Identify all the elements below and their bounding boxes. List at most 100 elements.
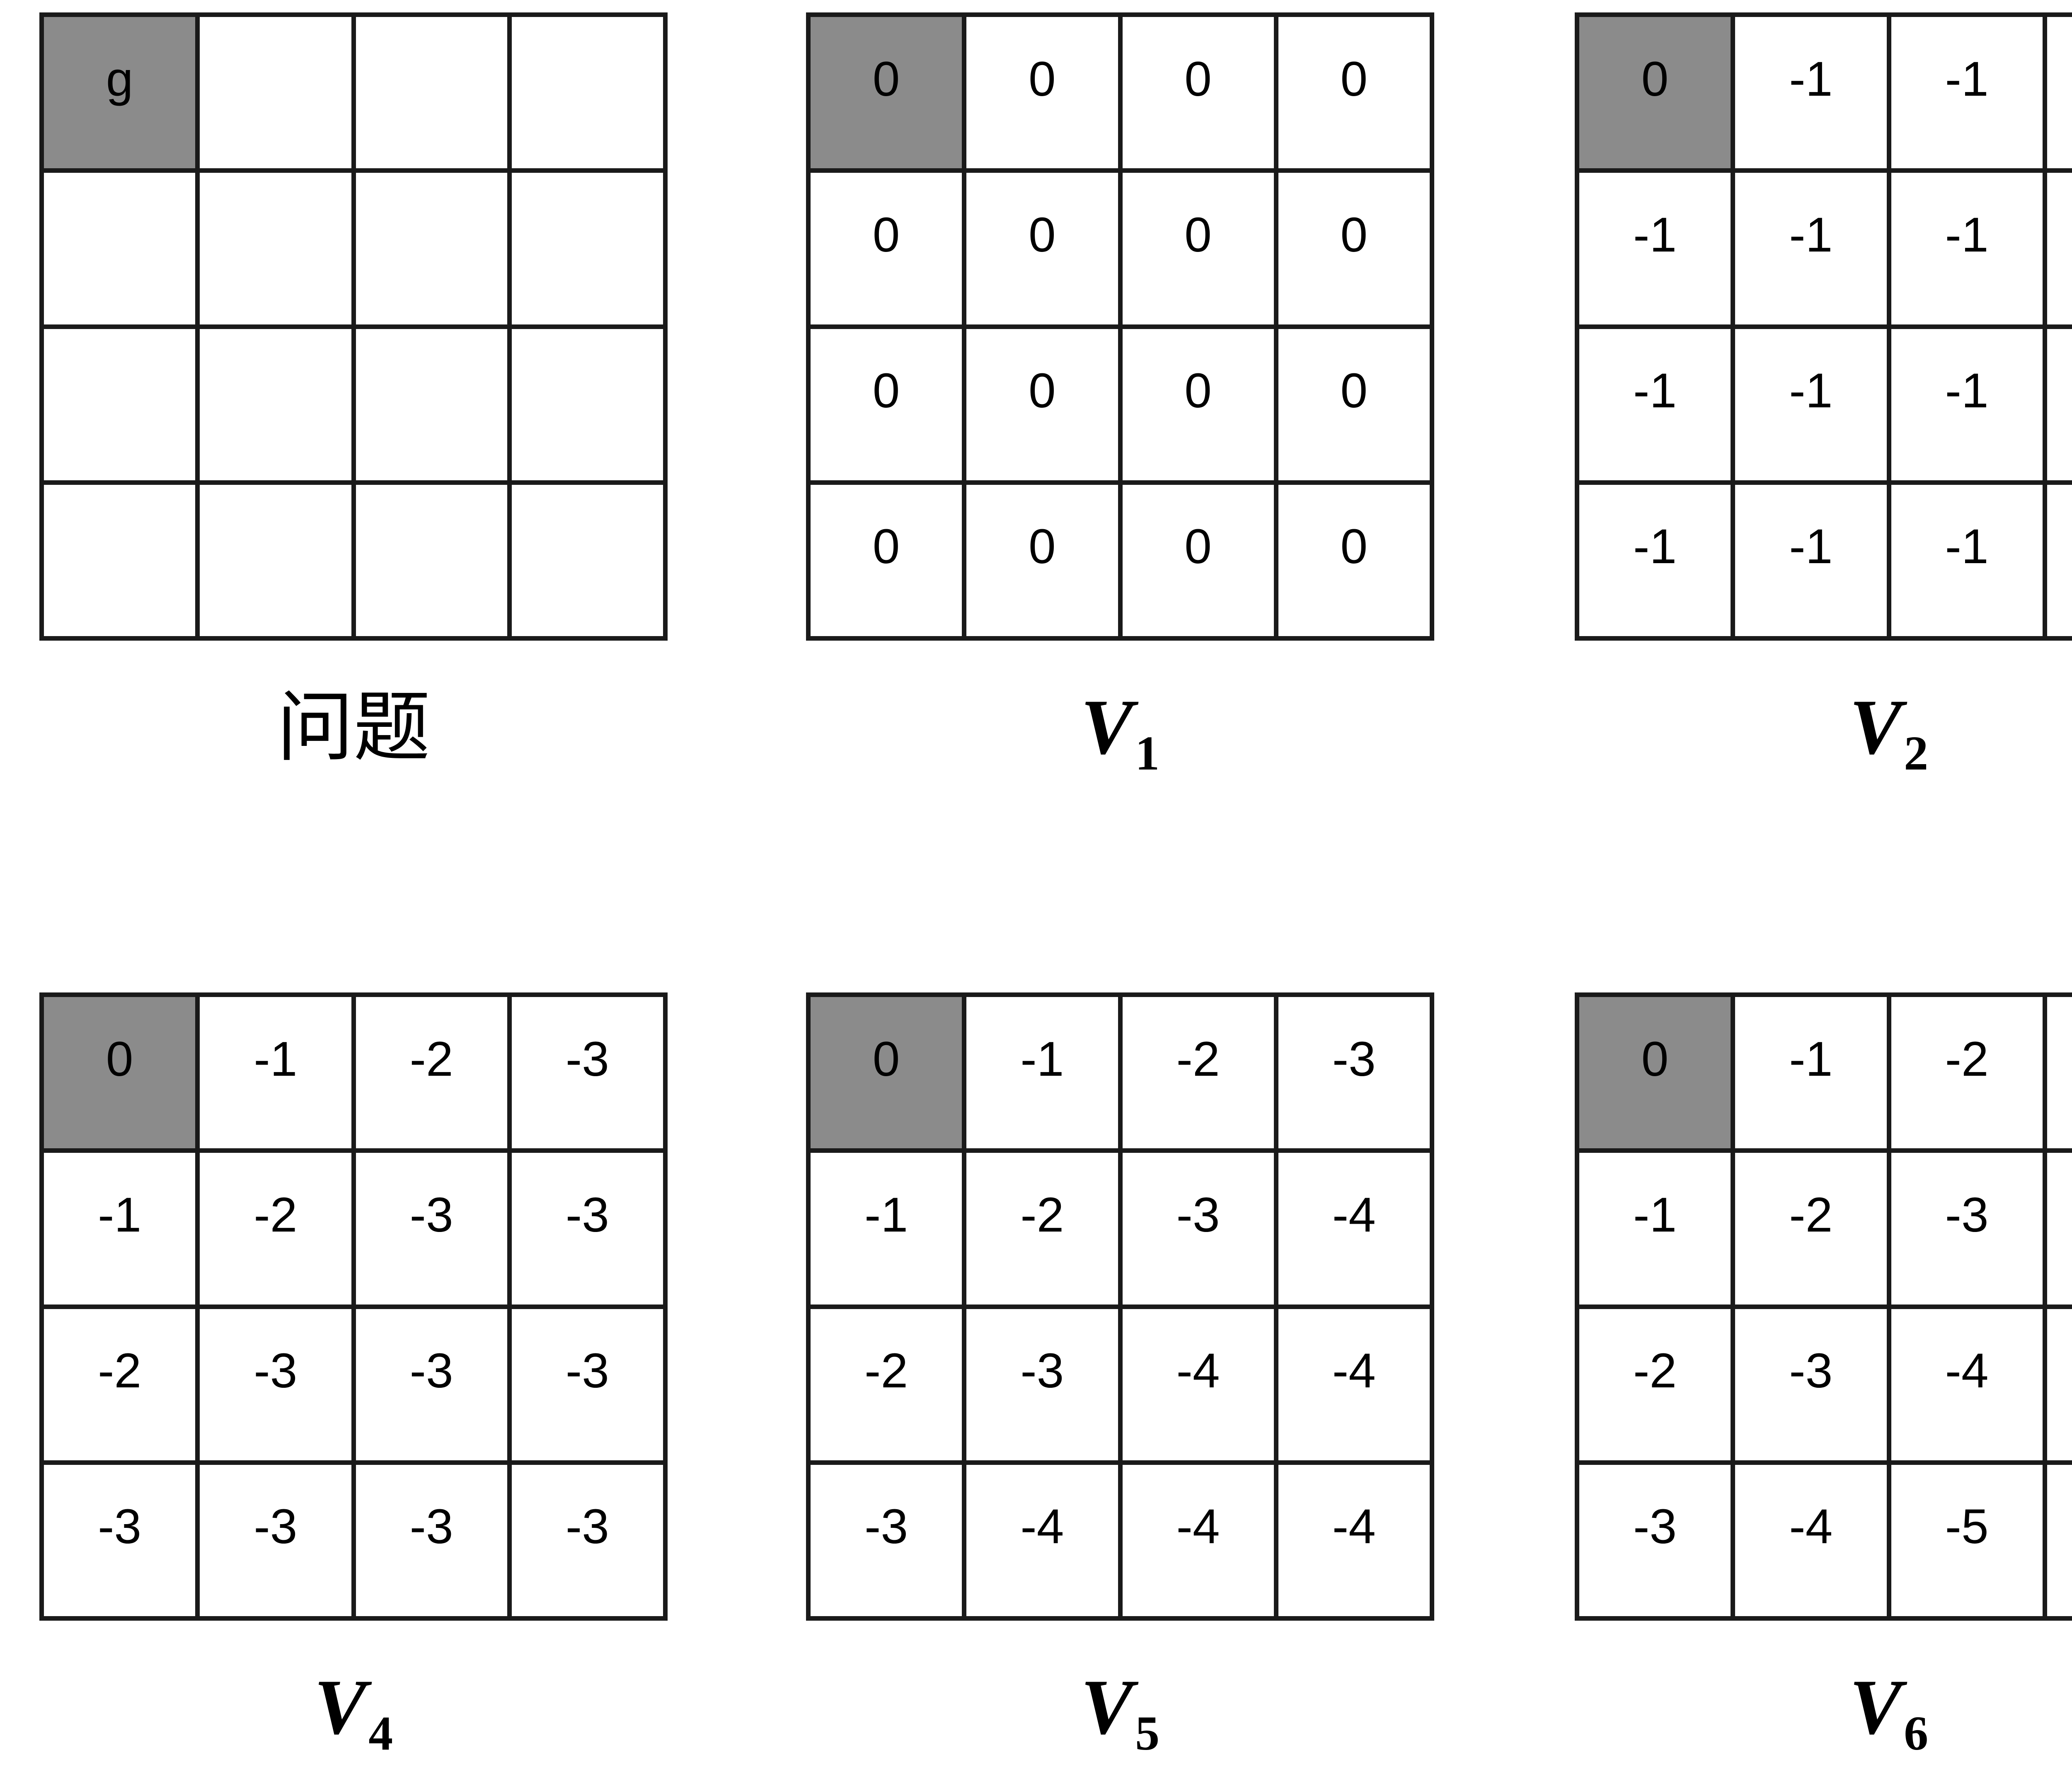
grid-cell-r4-c2: 0 <box>966 484 1123 641</box>
grid-cell-r4-c3: -1 <box>1891 484 2047 641</box>
grid-cell-r2-c1: -1 <box>1579 173 1736 329</box>
grid-cell-r2-c1: -1 <box>44 1153 200 1309</box>
grid-cell-r1-c1: 0 <box>44 997 200 1153</box>
caption-subscript: 4 <box>368 1706 393 1760</box>
caption-letter: V <box>314 1664 367 1751</box>
grid-cell-r3-c2: -3 <box>966 1309 1123 1465</box>
grid-cell-r1-c4: -3 <box>1278 997 1434 1153</box>
value-grid: 0-1-2-3-1-2-3-4-2-3-4-4-3-4-4-4 <box>806 992 1434 1621</box>
grid-cell-r3-c1: -2 <box>1579 1309 1736 1465</box>
grid-cell-r1-c1: 0 <box>1579 997 1736 1153</box>
value-grid: g <box>39 12 668 641</box>
grid-cell-r1-c2: -1 <box>966 997 1123 1153</box>
grid-cell-r4-c2 <box>200 484 356 641</box>
grid-cell-r1-c1: g <box>44 17 200 173</box>
grid-cell-r2-c1: -1 <box>811 1153 967 1309</box>
grid-cell-r2-c1: 0 <box>811 173 967 329</box>
grid-cell-r1-c2 <box>200 17 356 173</box>
grid-cell-r4-c1: -1 <box>1579 484 1736 641</box>
grid-cell-r1-c3: -1 <box>1891 17 2047 173</box>
grid-cell-r1-c1: 0 <box>811 17 967 173</box>
caption-subscript: 5 <box>1135 1706 1160 1760</box>
grid-cell-r2-c3: 0 <box>1122 173 1278 329</box>
grid-cell-r4-c3: 0 <box>1122 484 1278 641</box>
grid-cell-r1-c3: 0 <box>1122 17 1278 173</box>
grid-cell-r1-c3 <box>356 17 512 173</box>
grid-cell-r1-c4: -1 <box>2047 17 2072 173</box>
caption-letter: V <box>1080 684 1133 771</box>
grid-cell-r1-c3: -2 <box>356 997 512 1153</box>
grid-cell-r2-c3: -3 <box>1891 1153 2047 1309</box>
grid-cell-r4-c1: -3 <box>811 1464 967 1621</box>
grid-cell-r2-c3: -1 <box>1891 173 2047 329</box>
grid-cell-r3-c3: 0 <box>1122 329 1278 485</box>
grid-cell-r1-c1: 0 <box>811 997 967 1153</box>
grid-cell-r3-c4: -3 <box>511 1309 668 1465</box>
grid-cell-r1-c4 <box>511 17 668 173</box>
grid-cell-r3-c2 <box>200 329 356 485</box>
grid-cell-r3-c3 <box>356 329 512 485</box>
grid-cell-r2-c3 <box>356 173 512 329</box>
panel-caption-v4: V4 <box>39 1668 668 1758</box>
grid-cell-r3-c1 <box>44 329 200 485</box>
grid-cell-r4-c4 <box>511 484 668 641</box>
grid-cell-r2-c2: -2 <box>966 1153 1123 1309</box>
grid-cell-r3-c4: -1 <box>2047 329 2072 485</box>
caption-subscript: 6 <box>1904 1706 1929 1760</box>
grid-cell-r4-c2: -3 <box>200 1464 356 1621</box>
caption-subscript: 2 <box>1904 726 1929 780</box>
grid-cell-r4-c3 <box>356 484 512 641</box>
panel-caption-v6: V6 <box>1575 1668 2072 1758</box>
value-grid: 0-1-2-3-1-2-3-3-2-3-3-3-3-3-3-3 <box>39 992 668 1621</box>
grid-cell-r2-c3: -3 <box>1122 1153 1278 1309</box>
grid-panel-v2: 0-1-1-1-1-1-1-1-1-1-1-1-1-1-1-1 <box>1575 12 2072 641</box>
grid-cell-r3-c1: 0 <box>811 329 967 485</box>
grid-cell-r4-c2: -4 <box>1735 1464 1891 1621</box>
grid-panel-问题: g <box>39 12 668 641</box>
grid-cell-r2-c4: -3 <box>511 1153 668 1309</box>
caption-letter: V <box>1849 684 1902 771</box>
grid-cell-r2-c2: 0 <box>966 173 1123 329</box>
grid-cell-r1-c1: 0 <box>1579 17 1736 173</box>
grid-cell-r2-c2 <box>200 173 356 329</box>
grid-cell-r4-c1: -3 <box>1579 1464 1736 1621</box>
grid-cell-r3-c2: -3 <box>200 1309 356 1465</box>
caption-letter: V <box>1849 1664 1902 1751</box>
grid-cell-r3-c3: -4 <box>1122 1309 1278 1465</box>
grid-cell-r4-c4: -4 <box>1278 1464 1434 1621</box>
grid-cell-r3-c2: -3 <box>1735 1309 1891 1465</box>
grid-cell-r3-c1: -1 <box>1579 329 1736 485</box>
grid-cell-r4-c4: 0 <box>1278 484 1434 641</box>
grid-cell-r4-c3: -5 <box>1891 1464 2047 1621</box>
grid-cell-r1-c4: -3 <box>511 997 668 1153</box>
grid-cell-r3-c3: -3 <box>356 1309 512 1465</box>
value-grid: 0-1-2-3-1-2-3-4-2-3-4-5-3-4-5-5 <box>1575 992 2072 1621</box>
caption-text: 问题 <box>277 686 430 771</box>
grid-cell-r1-c2: -1 <box>1735 17 1891 173</box>
grid-cell-r4-c3: -3 <box>356 1464 512 1621</box>
grid-cell-r2-c4: 0 <box>1278 173 1434 329</box>
grid-cell-r4-c3: -4 <box>1122 1464 1278 1621</box>
grid-cell-r2-c1: -1 <box>1579 1153 1736 1309</box>
grid-cell-r4-c1: -3 <box>44 1464 200 1621</box>
grid-cell-r3-c4: -5 <box>2047 1309 2072 1465</box>
grid-cell-r3-c1: -2 <box>811 1309 967 1465</box>
grid-cell-r4-c2: -1 <box>1735 484 1891 641</box>
grid-cell-r3-c3: -1 <box>1891 329 2047 485</box>
value-grid: 0-1-1-1-1-1-1-1-1-1-1-1-1-1-1-1 <box>1575 12 2072 641</box>
grid-cell-r2-c4 <box>511 173 668 329</box>
grid-cell-r3-c2: 0 <box>966 329 1123 485</box>
grid-cell-r4-c1: 0 <box>811 484 967 641</box>
grid-cell-r2-c3: -3 <box>356 1153 512 1309</box>
caption-subscript: 1 <box>1135 726 1160 780</box>
grid-cell-r3-c3: -4 <box>1891 1309 2047 1465</box>
caption-letter: V <box>1080 1664 1133 1751</box>
grid-cell-r1-c4: -3 <box>2047 997 2072 1153</box>
panel-caption-v1: V1 <box>806 688 1434 778</box>
grid-cell-r1-c3: -2 <box>1891 997 2047 1153</box>
grid-cell-r2-c1 <box>44 173 200 329</box>
grid-cell-r2-c4: -4 <box>1278 1153 1434 1309</box>
grid-cell-r1-c3: -2 <box>1122 997 1278 1153</box>
grid-cell-r4-c4: -1 <box>2047 484 2072 641</box>
